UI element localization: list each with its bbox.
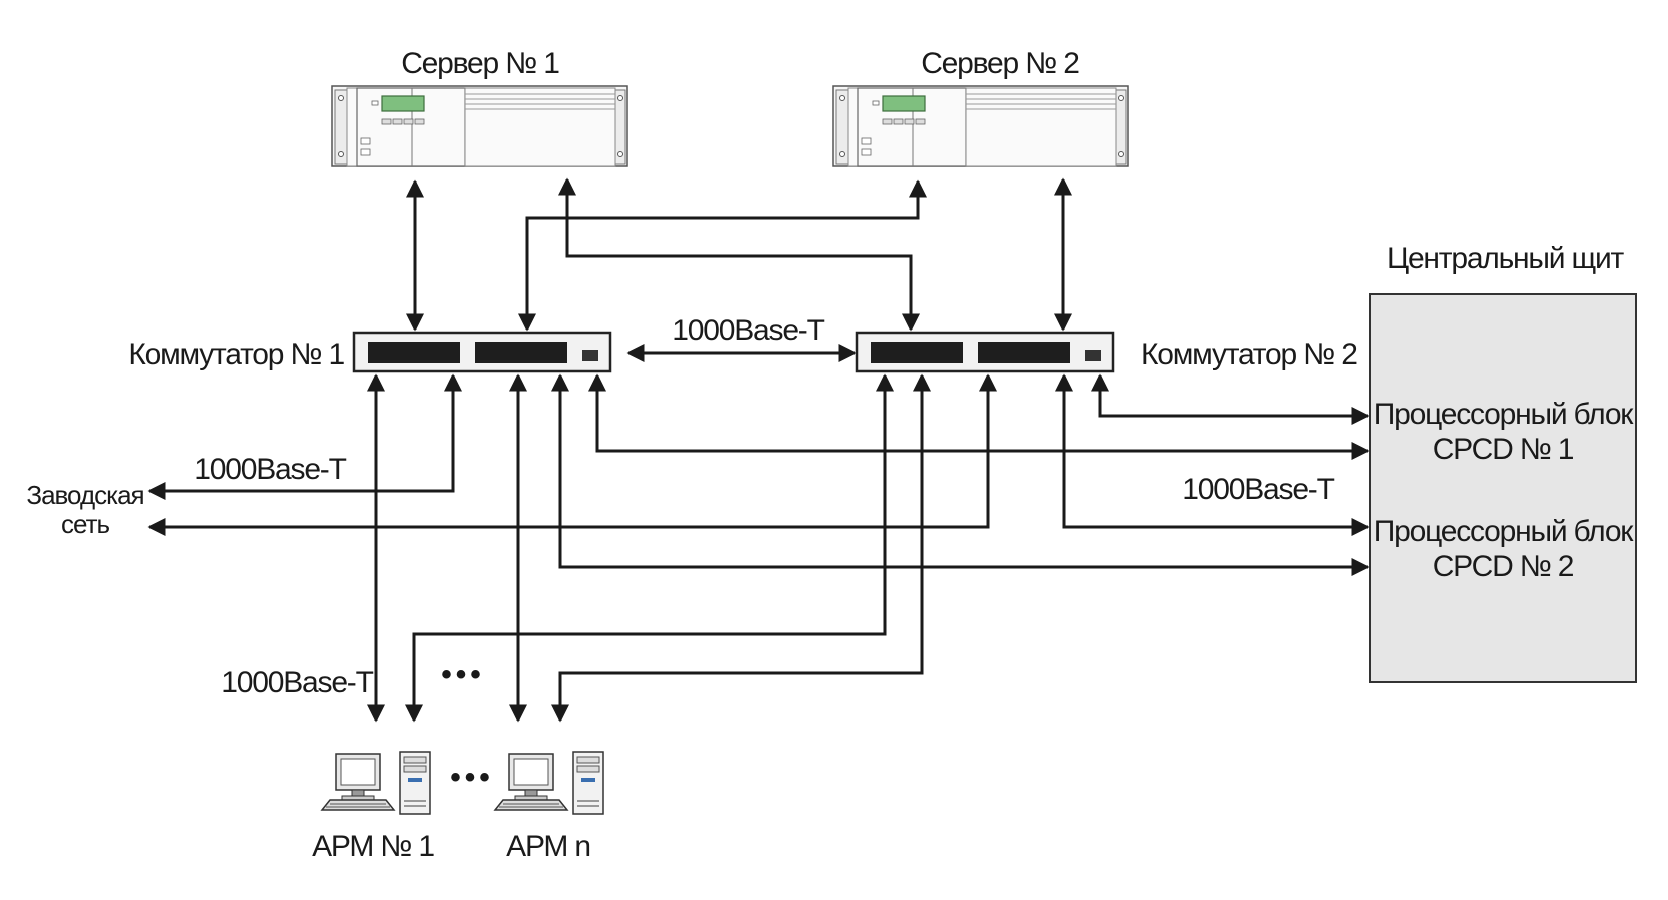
plant-network-label-line2: сеть	[61, 509, 110, 539]
link-switch2-cpu1	[1091, 373, 1370, 425]
plant-network-label-line1: Заводская	[26, 480, 143, 510]
link-switch2-wsn	[551, 373, 931, 723]
processor-block-2-line1: Процессорный блок	[1374, 515, 1635, 548]
plant-link-label: 1000Base-T	[194, 453, 346, 486]
connections	[147, 177, 1370, 723]
server-2-icon	[832, 85, 1129, 167]
processor-block-1-line1: Процессорный блок	[1374, 398, 1635, 431]
switch-interlink-label: 1000Base-T	[672, 314, 824, 347]
workstation-n-icon	[494, 751, 604, 815]
workstation-link-label: 1000Base-T	[221, 666, 373, 699]
workstation-1-label: АРМ № 1	[312, 830, 434, 863]
central-panel-box	[1369, 293, 1637, 683]
server-1-label: Сервер № 1	[401, 47, 559, 80]
switch-1-label: Коммутатор № 1	[128, 338, 344, 371]
switch-2-label: Коммутатор № 2	[1141, 338, 1357, 371]
server-2-label: Сервер № 2	[921, 47, 1079, 80]
link-switch1-cpu2	[551, 373, 1370, 576]
switch-2-icon	[855, 331, 1115, 373]
workstation-links-ellipsis: •••	[441, 658, 485, 691]
link-switch1-cpu1	[588, 373, 1370, 460]
link-server1-switch2	[558, 177, 920, 332]
central-panel-title: Центральный щит	[1387, 242, 1625, 275]
switch-1-icon	[352, 331, 612, 373]
workstations-ellipsis: •••	[450, 761, 494, 794]
processor-block-1-line2: СРСD № 1	[1433, 433, 1574, 466]
server-1-icon	[331, 85, 628, 167]
processor-block-2-line2: СРСD № 2	[1433, 550, 1574, 583]
panel-link-label: 1000Base-T	[1182, 473, 1334, 506]
workstation-n-label: АРМ n	[506, 830, 590, 863]
workstation-1-icon	[321, 751, 431, 815]
